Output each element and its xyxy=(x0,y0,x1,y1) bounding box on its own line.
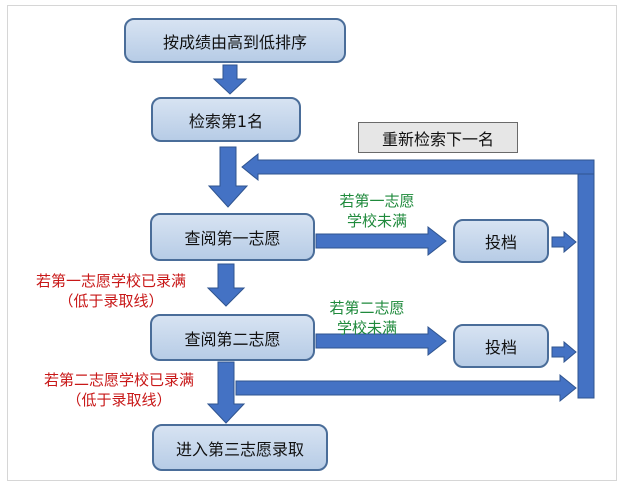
arrow-submit1-to-loop xyxy=(551,230,577,254)
label-second-not-full-line-1: 若第二志愿 xyxy=(329,299,405,317)
arrow-second-full-to-loop xyxy=(235,373,577,403)
label-first-full-line-2: （低于录取线） xyxy=(58,292,164,310)
node-retrieve-first-label: 检索第1名 xyxy=(188,111,264,131)
node-submit-2: 投档 xyxy=(453,324,549,368)
arrow-sort-to-retrieve xyxy=(212,64,248,95)
node-third-choice: 进入第三志愿录取 xyxy=(152,424,328,471)
arrow-retrieve-to-check-first xyxy=(207,146,249,208)
label-first-full: 若第一志愿学校已录满 （低于录取线） xyxy=(6,271,216,311)
arrow-first-to-submit xyxy=(315,225,447,257)
node-check-first-label: 查阅第一志愿 xyxy=(184,229,281,248)
arrow-loop-return xyxy=(241,152,595,182)
label-first-not-full: 若第一志愿 学校未满 xyxy=(322,191,432,231)
node-sort-label: 按成绩由高到低排序 xyxy=(162,32,307,52)
node-retry-next: 重新检索下一名 xyxy=(358,122,518,153)
loop-return-bar xyxy=(577,159,595,399)
label-second-not-full: 若第二志愿 学校未满 xyxy=(312,298,422,338)
label-second-full-line-2: （低于录取线） xyxy=(66,391,172,409)
diagram-frame xyxy=(7,5,617,481)
arrow-submit2-to-loop xyxy=(551,340,577,364)
node-submit-1-label: 投档 xyxy=(484,233,517,252)
node-sort: 按成绩由高到低排序 xyxy=(124,18,346,63)
node-submit-1: 投档 xyxy=(453,219,549,263)
node-retrieve-first: 检索第1名 xyxy=(151,97,301,142)
label-first-full-line-1: 若第一志愿学校已录满 xyxy=(35,272,186,290)
label-second-full: 若第二志愿学校已录满 （低于录取线） xyxy=(14,370,224,410)
node-submit-2-label: 投档 xyxy=(484,338,517,357)
node-retry-next-label: 重新检索下一名 xyxy=(381,129,494,149)
label-first-not-full-line-2: 学校未满 xyxy=(346,212,407,230)
node-check-second-label: 查阅第二志愿 xyxy=(184,329,281,349)
label-second-not-full-line-2: 学校未满 xyxy=(336,319,397,337)
node-check-first: 查阅第一志愿 xyxy=(150,213,315,261)
arrow-second-to-third xyxy=(206,361,246,424)
arrow-first-to-second xyxy=(206,263,246,307)
node-check-second: 查阅第二志愿 xyxy=(150,314,315,361)
node-third-choice-label: 进入第三志愿录取 xyxy=(175,439,304,459)
arrow-second-to-submit xyxy=(315,325,447,357)
label-first-not-full-line-1: 若第一志愿 xyxy=(339,192,415,210)
label-second-full-line-1: 若第二志愿学校已录满 xyxy=(43,371,194,389)
